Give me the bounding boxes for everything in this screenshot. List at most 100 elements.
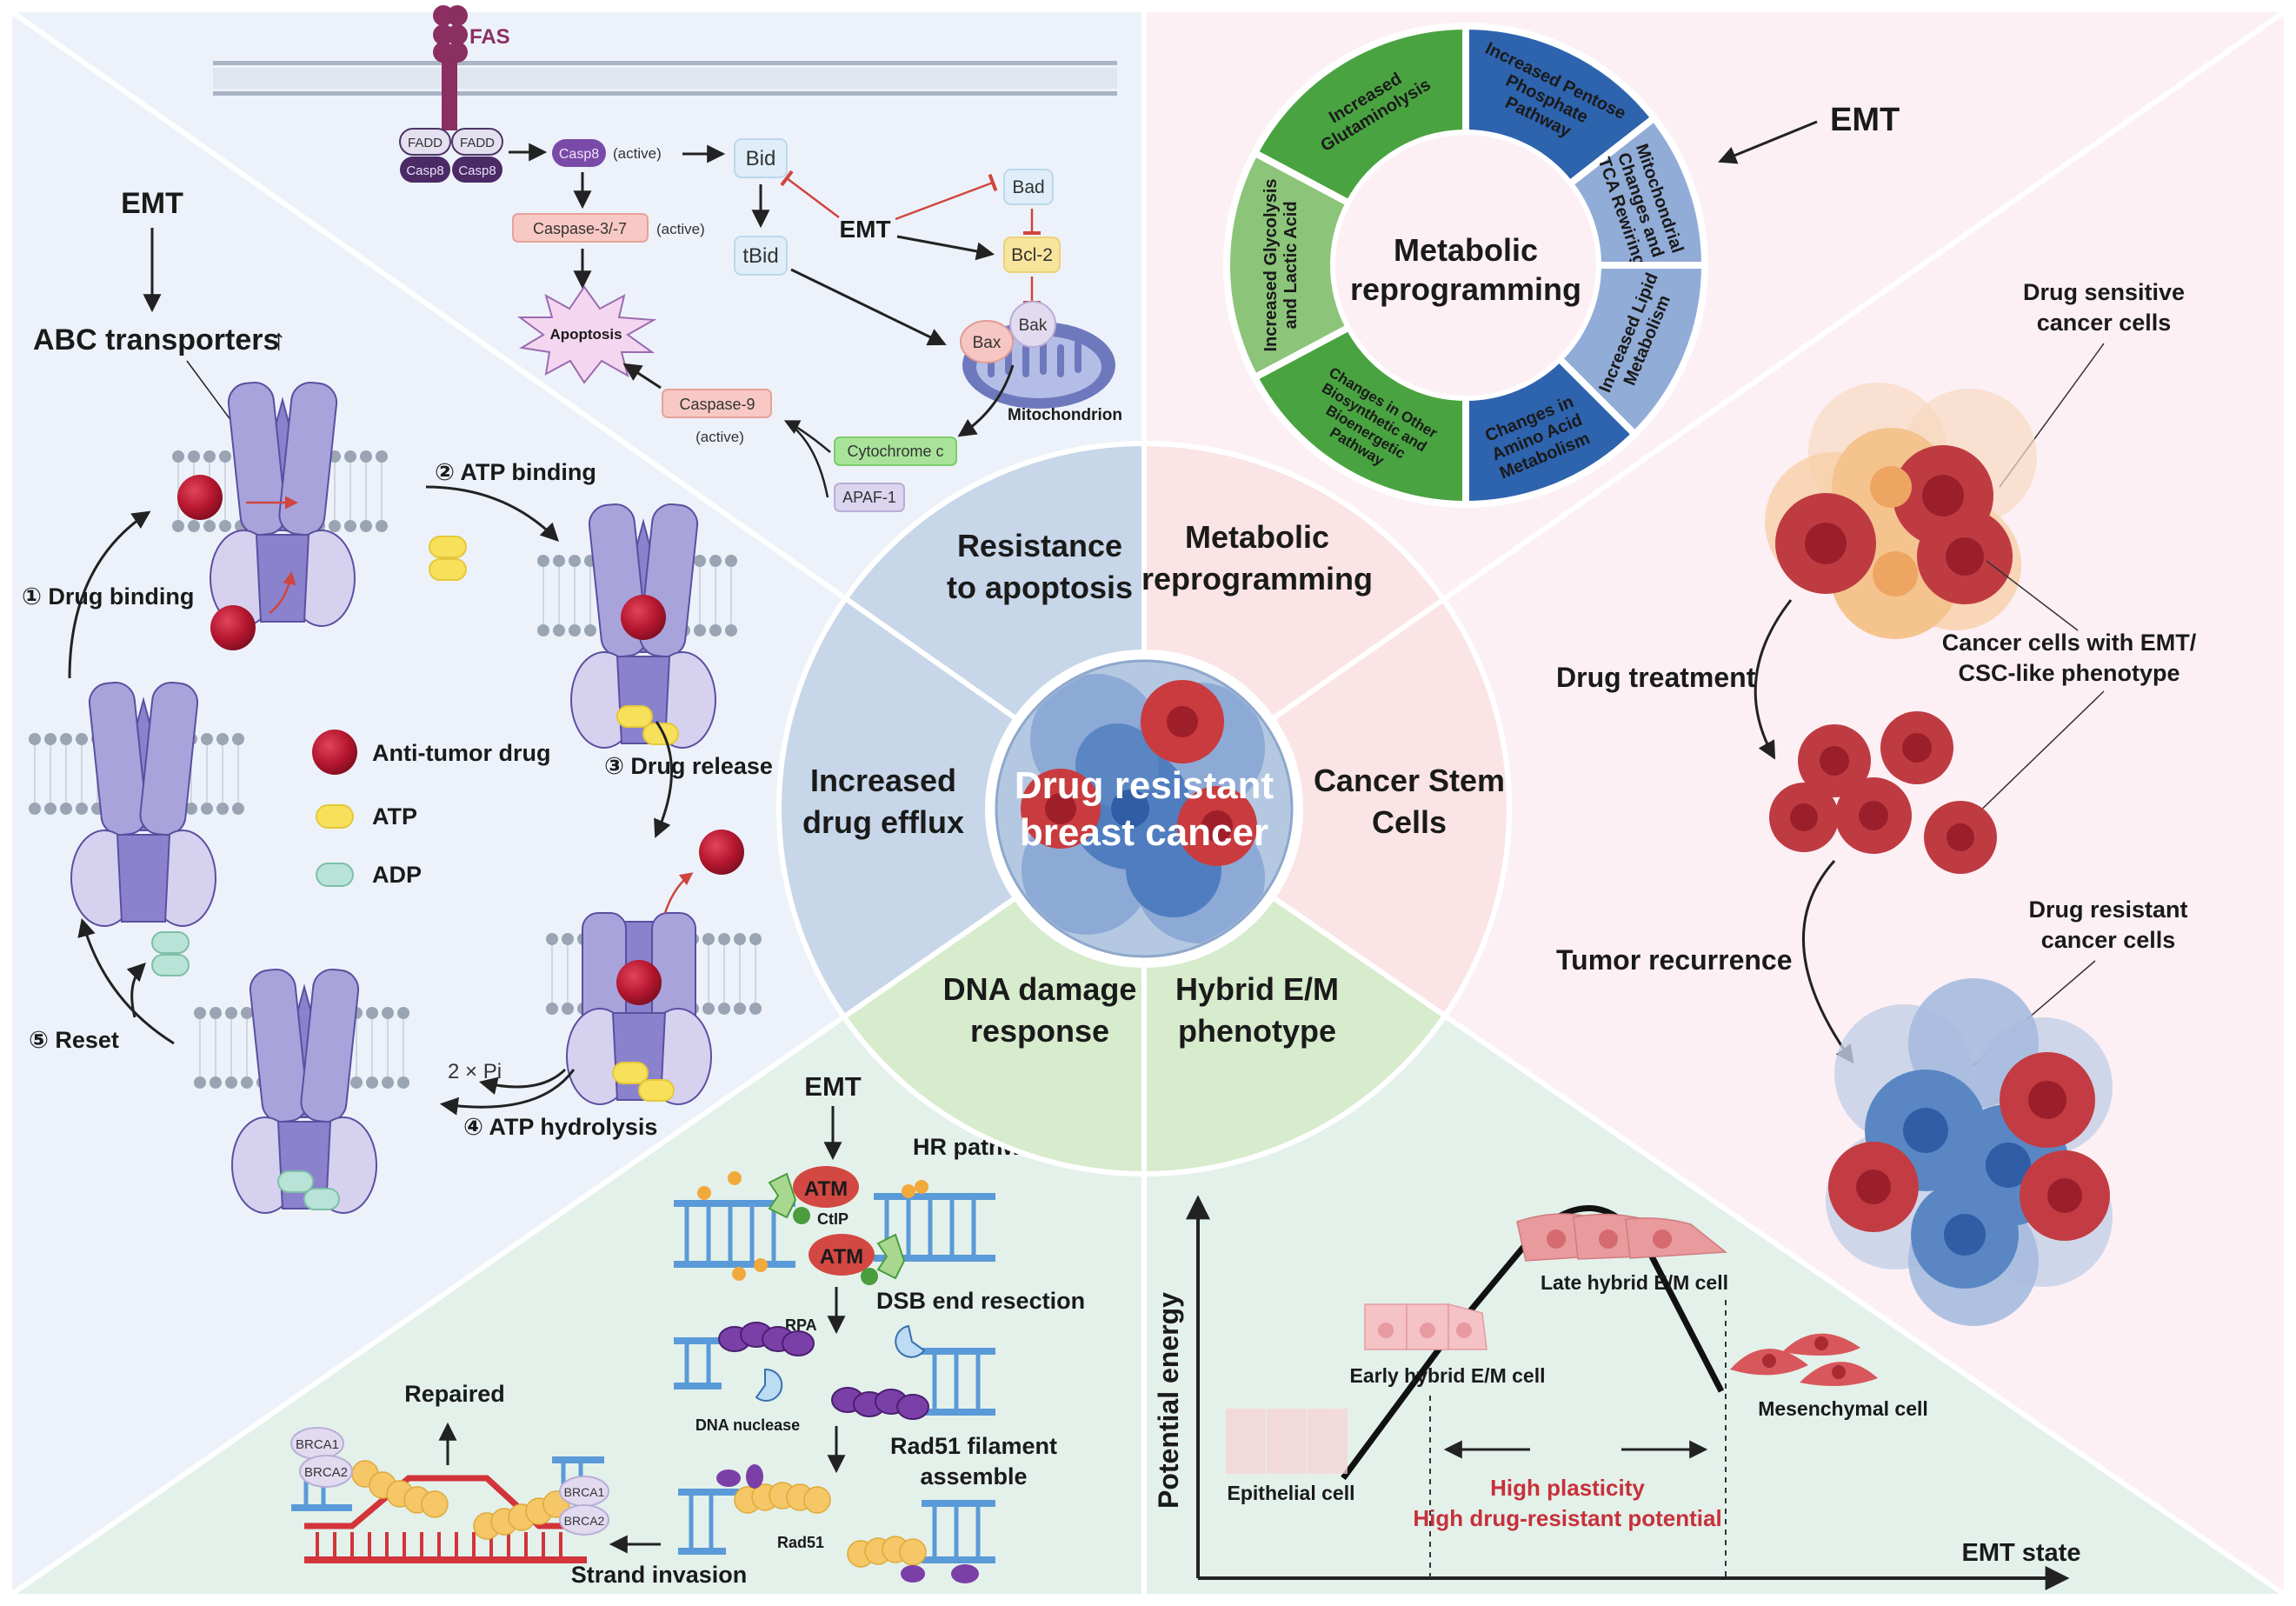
apaf-label: APAF-1 (842, 489, 896, 506)
casp8-active-label: Casp8 (559, 147, 599, 162)
abc-transporters-label: ABC transporters (33, 323, 279, 357)
brca2-label-2: BRCA2 (564, 1514, 605, 1528)
metabolic-segment (1249, 322, 1469, 509)
legend-drug-label: Anti-tumor drug (372, 740, 550, 766)
brca2-node (559, 1504, 609, 1536)
caspase37-label: Caspase-3/-7 (533, 220, 627, 237)
apoptosis-burst-icon (516, 285, 657, 384)
legend-drug-icon (312, 730, 357, 775)
y-axis-label: Potential energy (1153, 1292, 1184, 1509)
bid-node (734, 138, 788, 178)
ctip-label: CtIP (817, 1210, 849, 1228)
bad-label: Bad (1012, 177, 1044, 197)
metabolic-emt-label: EMT (1830, 102, 1900, 138)
drug-icon (177, 475, 223, 520)
rad51-dna-icon (678, 1489, 995, 1563)
dsb-label: DSB end resection (876, 1288, 1085, 1314)
epithelial-label: Epithelial cell (1228, 1482, 1355, 1504)
early-hybrid-cells-icon (1364, 1303, 1487, 1350)
sensitive-label-line1: Drug sensitive (2023, 279, 2185, 305)
efflux-legend: Anti-tumor drug ATP ADP (312, 730, 550, 888)
metabolic-center-line1: Metabolic (1394, 232, 1538, 268)
sensitive-label-line2: cancer cells (2037, 310, 2172, 336)
bak-label: Bak (1019, 317, 1048, 335)
atm-label-2: ATM (820, 1245, 863, 1269)
tumor-recurrence-label: Tumor recurrence (1556, 944, 1793, 976)
early-hybrid-label: Early hybrid E/M cell (1350, 1364, 1546, 1387)
center-title-line1: Drug resistant (1015, 764, 1274, 807)
late-hybrid-label: Late hybrid E/M cell (1541, 1271, 1728, 1294)
mitochondrion-label: Mitochondrion (1008, 406, 1122, 424)
dna-emt-label: EMT (804, 1071, 862, 1102)
repair-rad51-icon (351, 1460, 570, 1540)
apoptosis-emt-label: EMT (839, 216, 890, 243)
bak-node (1009, 301, 1056, 348)
cytochrome-label: Cytochrome c (847, 443, 943, 460)
metabolic-center-line2: reprogramming (1350, 271, 1581, 307)
casp8-label-1: Casp8 (406, 163, 443, 178)
wheel-label-hybrid-line2: phenotype (1178, 1013, 1336, 1049)
surviving-cells-icon (1769, 711, 1997, 874)
nuclease-icon (895, 1324, 926, 1358)
svg-text:Increased Glycolysis: Increased Glycolysis (1261, 178, 1281, 351)
mrn-icon (768, 1172, 797, 1219)
rad51-assemble-line1: Rad51 filament (890, 1433, 1057, 1459)
adp-icon (151, 931, 190, 954)
rad51-proteins-icon (734, 1482, 927, 1568)
drug-icon (699, 830, 744, 875)
transporter-group (29, 381, 762, 1214)
drug-icon (210, 605, 256, 650)
wheel-label-apoptosis-line2: to apoptosis (947, 570, 1133, 605)
epithelial-cells-icon (1226, 1409, 1348, 1474)
svg-text:and Lactic Acid: and Lactic Acid (1281, 201, 1301, 329)
rad51-assemble-line2: assemble (920, 1463, 1027, 1489)
emt-cells-label-line2: CSC-like phenotype (1958, 660, 2180, 686)
strand-invasion-label: Strand invasion (571, 1562, 748, 1588)
fadd-casp8-complex: FADD FADD Casp8 Casp8 (399, 128, 503, 183)
late-hybrid-cells-icon (1516, 1213, 1727, 1262)
brca2-label: BRCA2 (304, 1465, 348, 1480)
bcl2-node (1003, 237, 1061, 273)
caspase37-active: (active) (656, 221, 705, 237)
wheel-label-dna-line1: DNA damage (943, 971, 1137, 1007)
mrn-icon (876, 1233, 906, 1280)
efflux-panel: EMT ABC transporters ↑ ① Drug binding ② … (22, 187, 773, 1214)
atm-node (809, 1234, 875, 1276)
metabolic-segment (1223, 148, 1354, 383)
resection-dna-icon (674, 1337, 995, 1416)
hybrid-panel: Potential energy EMT state Epithelial ce… (1153, 1195, 2080, 1590)
wheel-label-csc-line2: Cells (1372, 804, 1447, 840)
bax-node (960, 320, 1014, 363)
caspase9-active: (active) (695, 429, 744, 445)
brca1-label-2: BRCA1 (564, 1485, 605, 1499)
emt-cells-label-line1: Cancer cells with EMT/ (1942, 630, 2197, 656)
brca2-node (299, 1455, 353, 1488)
nuclease-label: DNA nuclease (695, 1416, 800, 1434)
potential-label: High drug-resistant potential (1413, 1505, 1721, 1531)
metabolic-segment (1462, 22, 1660, 190)
casp8-active-node (552, 139, 606, 167)
dna-break-icon (674, 1193, 995, 1268)
efflux-emt-label: EMT (121, 187, 183, 220)
step-atp-hydrolysis: ④ ATP hydrolysis (463, 1114, 657, 1140)
bid-label: Bid (746, 147, 776, 170)
abc-transporter-icon (70, 681, 216, 927)
casp8-active-tag: (active) (613, 145, 662, 162)
casp8-label-2: Casp8 (458, 163, 496, 178)
wheel-label-metabolic-line1: Metabolic (1185, 519, 1329, 555)
wheel-label-apoptosis-line1: Resistance (957, 528, 1122, 563)
mesenchymal-cells-icon (1730, 1333, 1878, 1386)
cytochrome-node (834, 436, 957, 466)
dna-panel: EMT HR pathway ATM ATM CtIP DSB end rese… (290, 1071, 1085, 1588)
resistant-label-line2: cancer cells (2041, 927, 2176, 953)
resistant-tumor-icon (1826, 978, 2113, 1326)
apaf-node (834, 483, 905, 512)
sensitive-tumor-icon (1765, 383, 2037, 639)
abc-transporter-icon (231, 968, 377, 1214)
step-atp-binding: ② ATP binding (435, 459, 596, 485)
wheel-label-csc-line1: Cancer Stem (1314, 763, 1505, 798)
bcl2-label: Bcl-2 (1011, 245, 1053, 265)
